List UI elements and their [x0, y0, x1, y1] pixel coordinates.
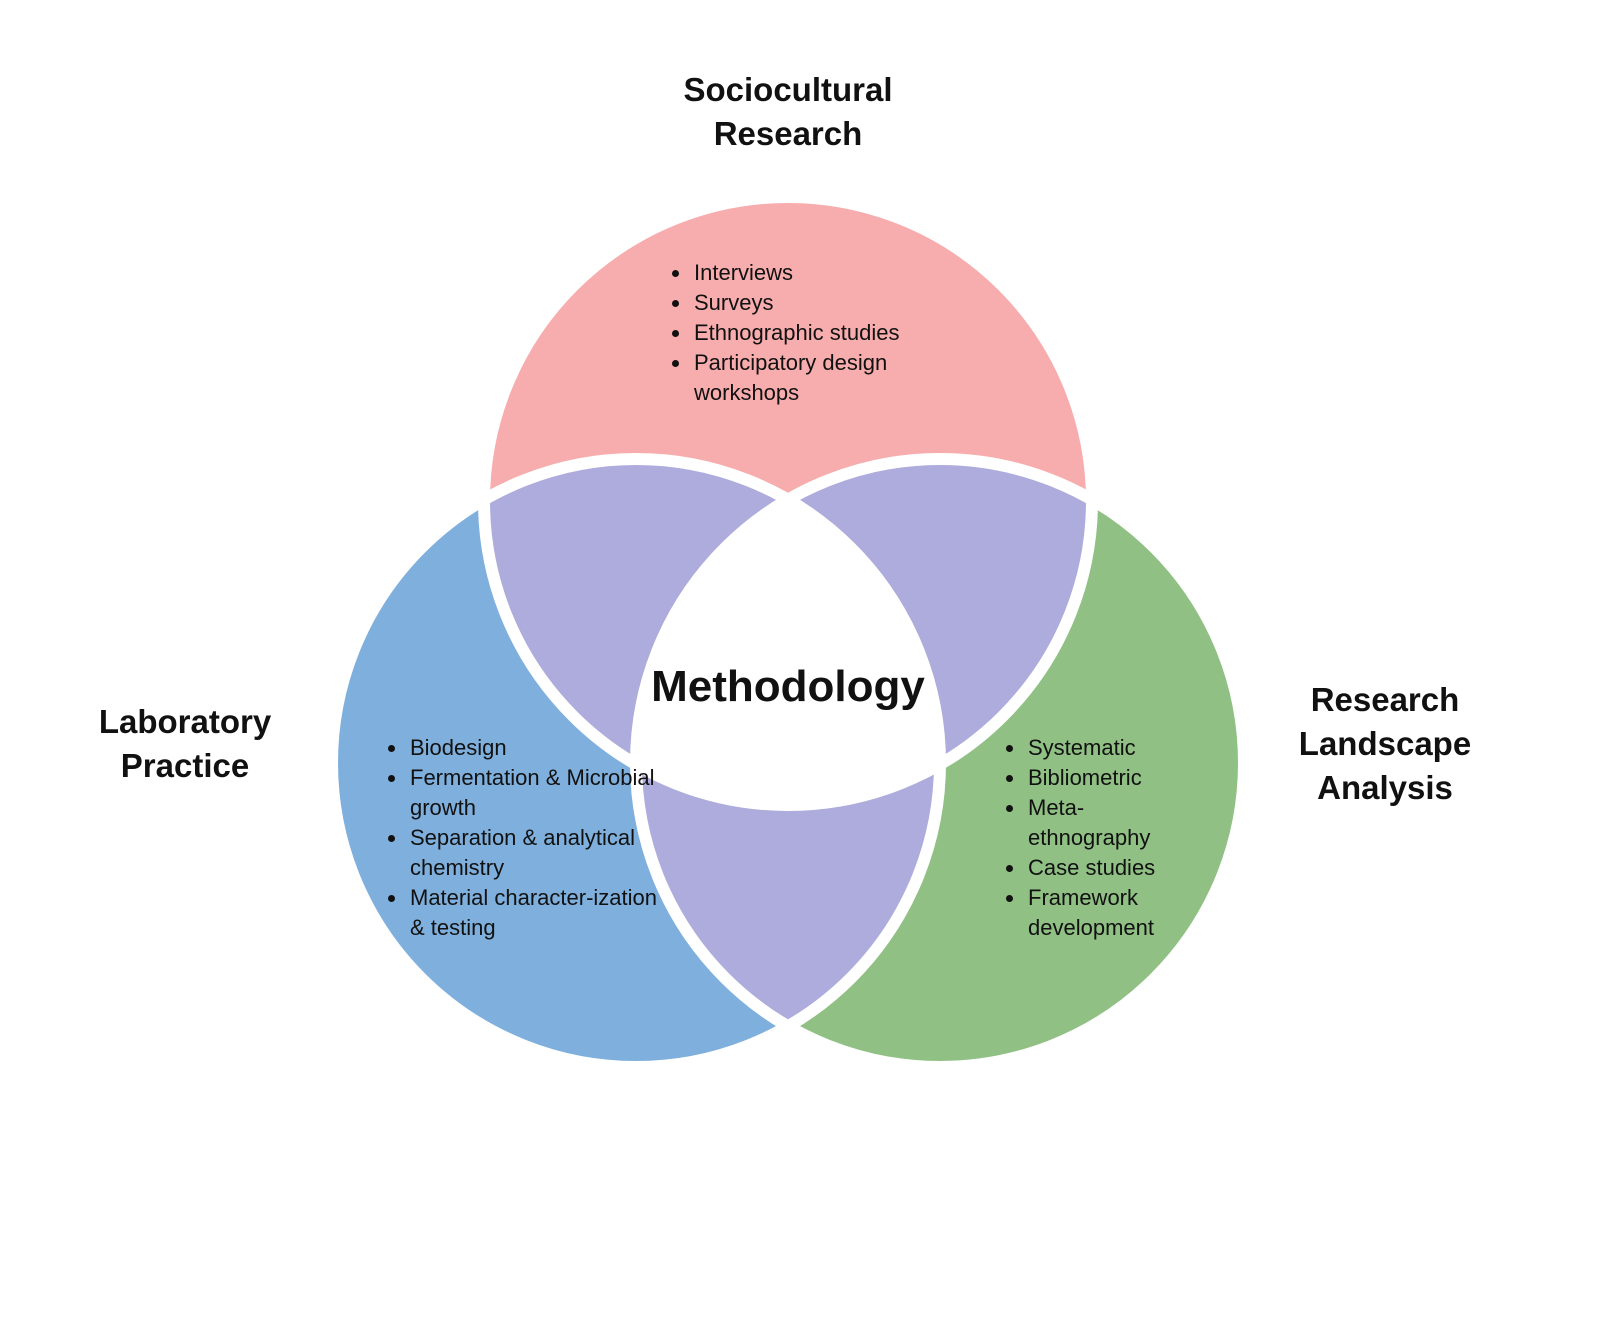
list-item: Fermentation & Microbial growth [408, 763, 658, 823]
list-sociocultural: Interviews Surveys Ethnographic studies … [664, 258, 962, 408]
title-sociocultural-research: Sociocultural Research [683, 71, 893, 152]
overlap-center [636, 459, 940, 805]
list-item: Participatory design workshops [692, 348, 962, 408]
title-research-landscape-analysis: Research Landscape Analysis [1298, 681, 1472, 806]
list-item: Material character-ization & testing [408, 883, 658, 943]
list-laboratory: Biodesign Fermentation & Microbial growt… [380, 733, 658, 943]
list-item: Meta-ethnography [1026, 793, 1196, 853]
list-item: Bibliometric [1026, 763, 1196, 793]
list-item: Interviews [692, 258, 962, 288]
title-laboratory-practice: Laboratory Practice [98, 703, 272, 784]
list-item: Framework development [1026, 883, 1196, 943]
list-item: Case studies [1026, 853, 1196, 883]
list-item: Surveys [692, 288, 962, 318]
list-item: Ethnographic studies [692, 318, 962, 348]
center-label-methodology: Methodology [651, 662, 925, 711]
circle-outlines [326, 191, 1250, 1073]
list-item: Systematic [1026, 733, 1196, 763]
list-landscape: Systematic Bibliometric Meta-ethnography… [998, 733, 1196, 943]
list-item: Separation & analytical chemistry [408, 823, 658, 883]
list-item: Biodesign [408, 733, 658, 763]
